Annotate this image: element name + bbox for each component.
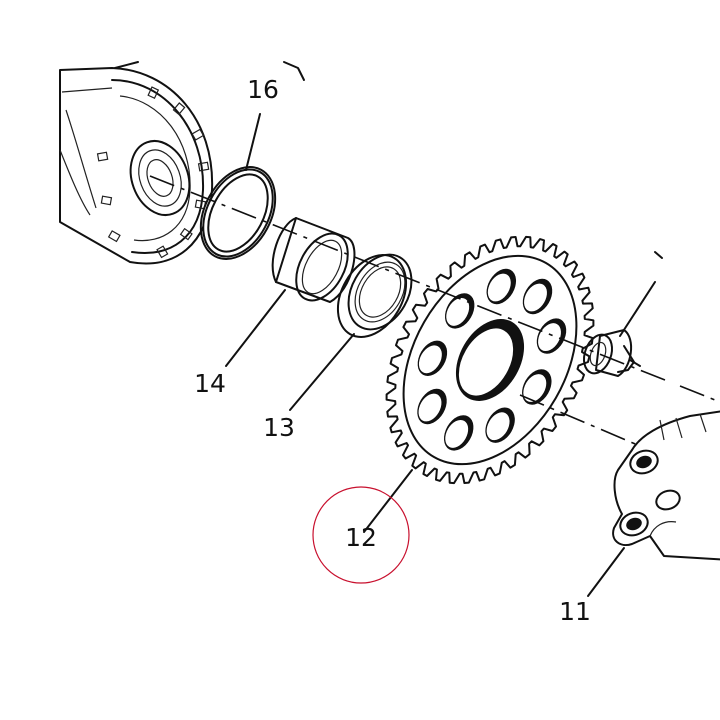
carrier-axis <box>519 394 641 447</box>
part-12-highlight-circle <box>312 486 410 584</box>
part-11-carrier <box>612 410 720 561</box>
leader-lines <box>225 113 663 597</box>
sprocket-hole-inner <box>524 283 547 312</box>
part-label-13: 13 <box>263 413 295 442</box>
part-16-ring <box>199 166 277 260</box>
sprocket-hole-inner <box>486 412 510 441</box>
part-14-spacer <box>271 217 356 303</box>
sprocket-hole-inner <box>418 345 442 374</box>
part-12-sprocket <box>385 235 595 485</box>
assembly-axis-extension <box>679 385 720 403</box>
sprocket-hole-inner <box>487 273 511 302</box>
sprocket-hole-inner <box>446 297 470 326</box>
part-13-bearing <box>336 253 413 338</box>
sprocket-hole-inner <box>538 323 561 352</box>
part-label-16: 16 <box>247 75 279 104</box>
sprocket-hole-inner <box>445 419 469 448</box>
part-label-11: 11 <box>559 597 591 626</box>
sprocket-hole-inner <box>418 393 442 422</box>
assembly-axis <box>149 175 666 381</box>
part-label-12: 12 <box>345 523 377 552</box>
bracket-mark <box>283 61 305 81</box>
part-label-14: 14 <box>194 369 226 398</box>
wheel-hub <box>59 61 214 265</box>
sprocket-hole-inner <box>523 374 547 402</box>
